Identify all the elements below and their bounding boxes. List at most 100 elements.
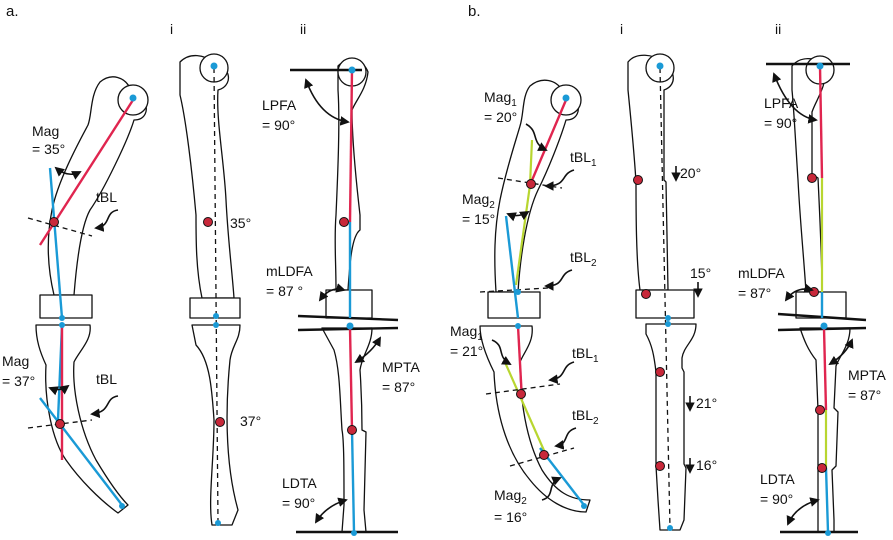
tibial-joint-line: [297, 326, 399, 332]
segment-axis-tibia-mid: [502, 359, 548, 456]
lpfa-value: = 90°: [764, 115, 797, 131]
panel-label-a-i: i: [170, 21, 173, 37]
mpta-label: MPTA: [848, 367, 887, 383]
tbl2-tibia-line: [509, 447, 575, 467]
panel-b-deformed-limb: Mag1 = 20° tBL1 Mag2 = 15° tBL2 Mag1 = 2…: [450, 79, 599, 525]
femoral-condyles: [487, 291, 541, 319]
mag1-femur-value: = 20°: [484, 109, 517, 125]
i-femur-angle: 35°: [230, 215, 251, 231]
apex-tibia-point: [215, 417, 225, 427]
femoral-head-center: [348, 66, 356, 74]
tbl2-tibia-label: tBL2: [572, 407, 599, 427]
mldfa-value: = 87°: [738, 285, 771, 301]
mag2-femur-arrow: [506, 211, 530, 222]
lpfa-label: LPFA: [262, 97, 297, 113]
mag2-femur-label: Mag2: [462, 191, 495, 211]
mpta-value: = 87°: [382, 379, 415, 395]
tibia-outline: [645, 323, 697, 531]
panel-label-a-ii: ii: [300, 21, 306, 37]
ankle-point: [667, 525, 673, 531]
tbl-tibia-line: [27, 419, 93, 429]
tbl1-femur-line: [497, 177, 563, 189]
mechanical-axis-line: [659, 67, 671, 529]
mag-femur-value: = 35°: [32, 141, 65, 157]
i-femur-angle2: 15°: [690, 265, 711, 281]
femoral-head-center: [210, 62, 218, 70]
apex1-femur-point: [526, 179, 536, 189]
tbl2-femur-pointer: [544, 269, 573, 291]
tbl1-femur-pointer: [544, 169, 575, 191]
lpfa-label: LPFA: [764, 95, 799, 111]
panel-a-ii-limb: LPFA = 90° mLDFA = 87 ° MPTA = 87° LDTA …: [262, 57, 421, 536]
knee-point-lower: [665, 321, 671, 327]
mldfa-label: mLDFA: [266, 263, 313, 279]
knee-point: [820, 322, 828, 330]
mpta-arrow: [354, 336, 381, 364]
panel-a-deformed-limb: Mag = 35° tBL Mag = 37° tBL: [2, 76, 149, 514]
mag-femur-label: Mag: [32, 123, 59, 139]
mag2-femur-value: = 15°: [462, 211, 495, 227]
apex-tibia-point: [55, 419, 65, 429]
i-tibia-angle2: 16°: [696, 457, 717, 473]
segment-axis-femur-upper: [528, 139, 534, 186]
femoral-head-center: [562, 94, 570, 102]
femoral-head-center: [816, 62, 824, 70]
mag1-tibia-pointer: [491, 339, 512, 365]
apex1-femur-point: [807, 173, 817, 183]
segment-axis-femur-mid: [514, 184, 532, 286]
ldta-value: = 90°: [282, 495, 315, 511]
mldfa-arrow: [318, 283, 346, 302]
mag1-femur-label: Mag1: [484, 89, 517, 109]
anatomic-axis-tibia: [350, 429, 356, 533]
ankle-point: [351, 530, 357, 536]
ankle-point: [581, 503, 587, 509]
apex1-femur-point: [633, 175, 643, 185]
apex1-tibia-point: [516, 389, 526, 399]
knee-point-lower: [515, 323, 521, 329]
apex-femur-point: [339, 217, 349, 227]
ankle-point: [825, 530, 831, 536]
mag-tibia-value: = 37°: [2, 373, 35, 389]
mechanical-axis-line: [213, 67, 219, 523]
tbl-femur-label: tBL: [96, 189, 117, 205]
femur-outline: [627, 54, 674, 291]
apex1-tibia-point: [655, 367, 665, 377]
femoral-head-center: [656, 62, 664, 70]
tibia-outline: [35, 324, 129, 514]
ankle-point: [119, 503, 125, 509]
mechanical-axis-femur: [818, 65, 824, 179]
knee-point-lower: [213, 322, 219, 328]
apex2-tibia-point: [655, 461, 665, 471]
mag1-tibia-label: Mag1: [450, 323, 483, 343]
anatomic-axis-femur-lower: [504, 215, 520, 319]
mag-femur-arrow: [54, 166, 82, 180]
apex-femur-point: [49, 217, 59, 227]
mag-tibia-arrow: [48, 384, 70, 396]
apex2-femur-point: [641, 289, 651, 299]
femur-outline: [179, 54, 235, 299]
tbl-tibia-label: tBL: [96, 371, 117, 387]
mag2-tibia-pointer: [541, 476, 562, 501]
mechanical-axis-femur: [348, 69, 354, 223]
mpta-label: MPTA: [382, 359, 421, 375]
knee-point-upper: [515, 289, 521, 295]
mpta-value: = 87°: [848, 387, 881, 403]
tibial-joint-line: [777, 326, 867, 332]
tbl1-tibia-label: tBL1: [572, 345, 599, 365]
lpfa-arrow: [304, 78, 350, 126]
mldfa-label: mLDFA: [738, 265, 785, 281]
tbl-femur-line: [27, 217, 93, 237]
i-tibia-angle: 37°: [240, 413, 261, 429]
mag1-femur-pointer: [525, 123, 548, 151]
anatomic-axis-tibia-lower: [39, 397, 123, 506]
tbl2-tibia-pointer: [554, 427, 577, 450]
anatomic-axis-tibia: [824, 467, 830, 533]
panel-a-i-limb: 35° 37°: [179, 53, 261, 526]
mechanical-axis-tibia: [822, 327, 828, 411]
apex2-tibia-point: [817, 463, 827, 473]
lpfa-value: = 90°: [262, 117, 295, 133]
ldta-arrow: [786, 497, 820, 526]
knee-point-upper: [213, 313, 219, 319]
tbl2-femur-label: tBL2: [570, 249, 597, 269]
